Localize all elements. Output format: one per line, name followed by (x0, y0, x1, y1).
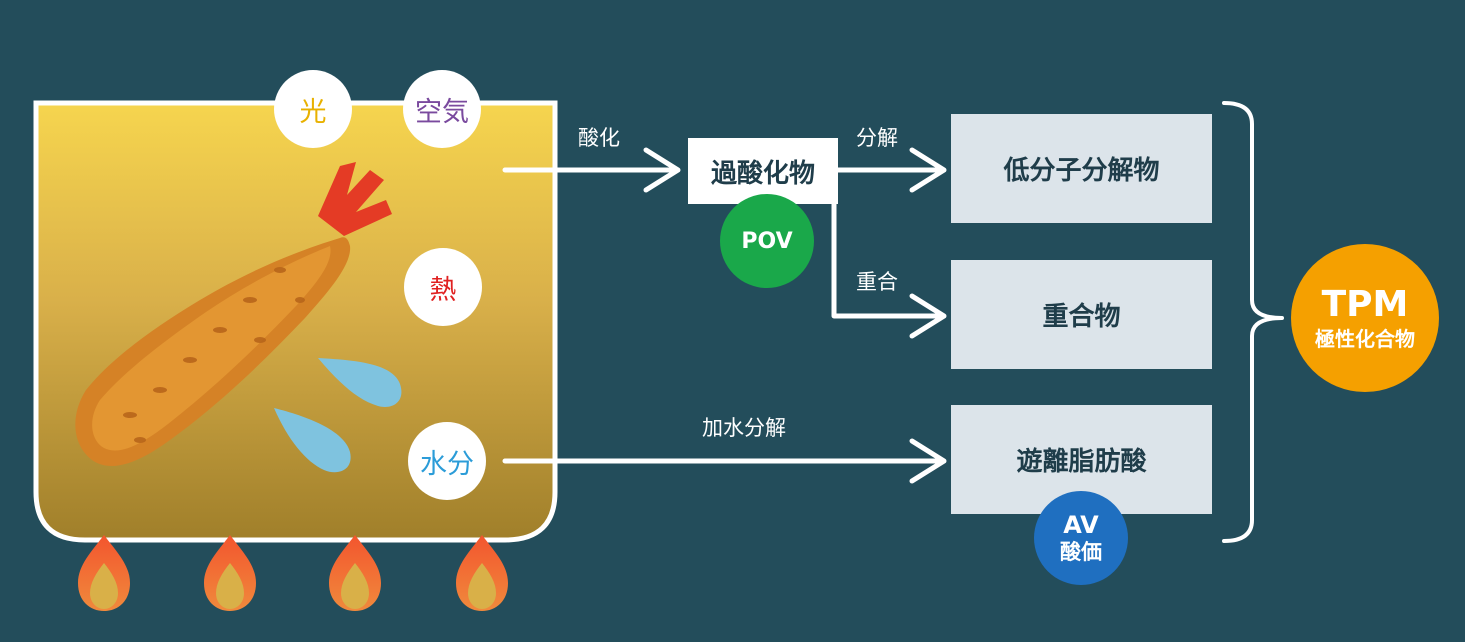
peroxide-label: 過酸化物 (710, 158, 815, 189)
decomposition-label: 分解 (856, 126, 898, 150)
water-droplet-icon (274, 358, 402, 473)
light-label: 光 (299, 96, 327, 128)
heat-factor: 熱 (404, 248, 482, 326)
right-brace-icon (1222, 101, 1284, 543)
polymer-node: 重合物 (951, 260, 1212, 369)
air-factor: 空気 (403, 70, 481, 148)
polymerization-arrow (831, 197, 947, 339)
free-fatty-acid-label: 遊離脂肪酸 (1016, 447, 1147, 477)
polar-compounds-label: 極性化合物 (1315, 327, 1415, 351)
water-factor: 水分 (408, 422, 486, 500)
polymer-label: 重合物 (1042, 302, 1121, 332)
heat-label: 熱 (429, 274, 457, 306)
air-label: 空気 (415, 96, 469, 128)
av-label: AV (1063, 511, 1099, 539)
light-factor: 光 (274, 70, 352, 148)
water-label: 水分 (420, 448, 474, 480)
oxidation-arrow (502, 147, 681, 193)
polymerization-label: 重合 (856, 270, 898, 294)
tpm-label: TPM (1321, 284, 1409, 325)
low-molecular-node: 低分子分解物 (951, 114, 1212, 223)
hydrolysis-arrow (502, 438, 947, 484)
av-badge: AV 酸価 (1034, 491, 1128, 585)
decomposition-arrow (833, 147, 947, 193)
tpm-badge: TPM 極性化合物 (1291, 244, 1439, 392)
fried-shrimp-icon (75, 162, 392, 467)
flame-icon (78, 535, 508, 611)
oxidation-label: 酸化 (578, 126, 620, 150)
pov-label: POV (741, 228, 793, 254)
low-molecular-label: 低分子分解物 (1003, 156, 1160, 186)
pov-badge: POV (720, 194, 814, 288)
peroxide-node: 過酸化物 (688, 138, 838, 204)
hydrolysis-label: 加水分解 (702, 416, 786, 440)
acid-value-label: 酸価 (1060, 540, 1102, 564)
